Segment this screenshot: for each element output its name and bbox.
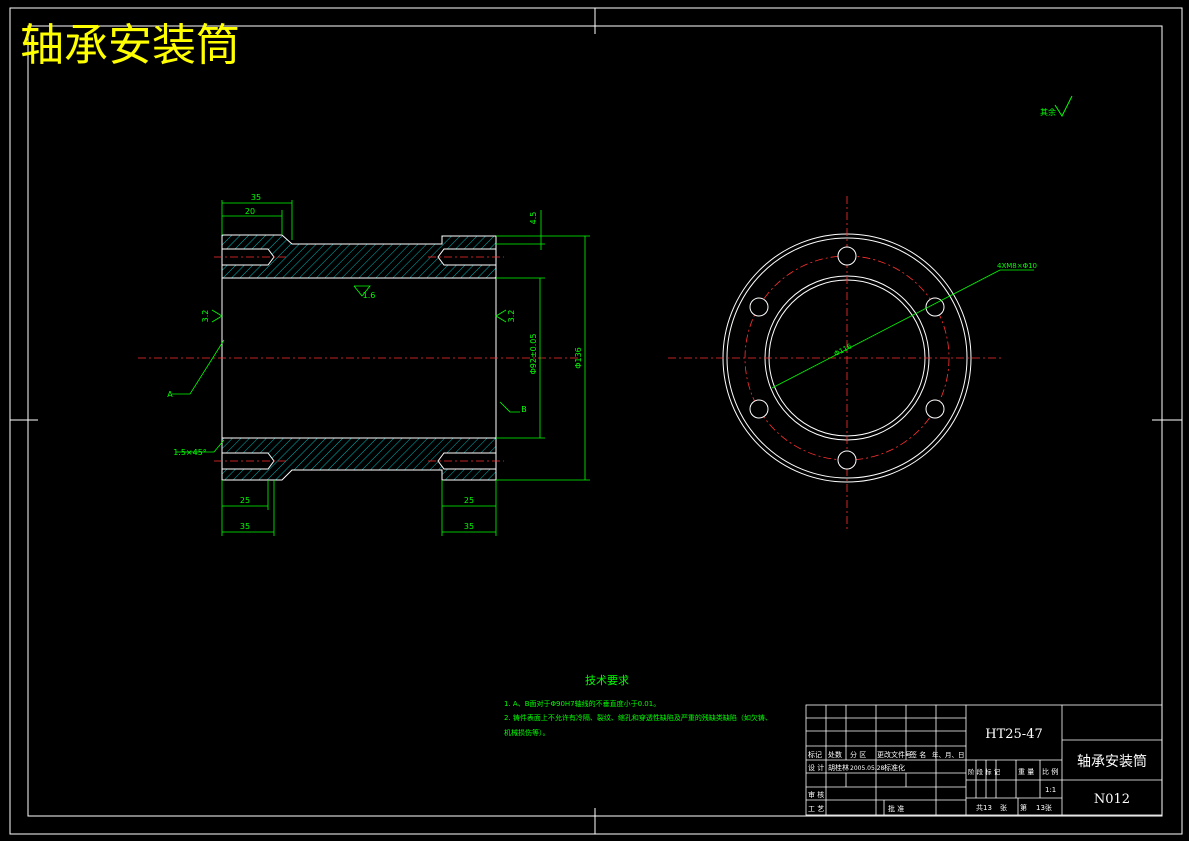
dim-br-inner: 25 bbox=[464, 496, 474, 505]
tb-sheets-total: 共13 bbox=[976, 803, 992, 812]
threaded-holes-section bbox=[221, 248, 497, 470]
tb-sheet-no: 第 bbox=[1020, 803, 1027, 812]
tb-material: HT25-47 bbox=[985, 727, 1042, 742]
section-view: 35 20 4.5 Φ92±0.05 Φ136 1.6 3.2 3.2 A B … bbox=[138, 193, 590, 536]
outer-border bbox=[9, 7, 1183, 835]
tb-weight: 重 量 bbox=[1018, 768, 1034, 776]
dim-bl-inner: 25 bbox=[240, 496, 250, 505]
tb-design-date: 2005.05.28 bbox=[850, 765, 885, 772]
tb-part-name: 轴承安装筒 bbox=[1077, 753, 1147, 770]
drawing-title: 轴承安装筒 bbox=[20, 20, 240, 71]
tb-check: 审 核 bbox=[808, 790, 824, 799]
tb-design: 设 计 bbox=[808, 763, 824, 772]
tb-approve: 批 准 bbox=[888, 804, 904, 813]
roughness-right: 3.2 bbox=[507, 310, 516, 323]
tb-scale-label: 比 例 bbox=[1042, 767, 1058, 776]
tech-line-3: 机械损伤等）。 bbox=[504, 728, 550, 737]
tb-std: 标准化 bbox=[884, 763, 905, 772]
leader-a: A bbox=[167, 390, 173, 399]
centering-marks bbox=[10, 8, 1182, 834]
dim-bl-outer: 35 bbox=[240, 522, 250, 531]
dim-bore-dia: Φ92±0.05 bbox=[529, 334, 538, 375]
upper-wall bbox=[221, 234, 497, 279]
tb-count: 处数 bbox=[828, 750, 842, 759]
tech-heading: 技术要求 bbox=[585, 674, 629, 687]
tb-scale: 1:1 bbox=[1045, 786, 1056, 794]
tech-line-2: 2. 铸件表面上不允许有冷隔、裂纹、缩孔和穿透性缺陷及严重的残缺类缺陷（如欠铸、 bbox=[504, 713, 772, 722]
bolt-holes bbox=[749, 246, 945, 470]
end-view: 4XM8×Φ10 Φ116 bbox=[668, 196, 1037, 532]
leader-b: B bbox=[521, 405, 527, 414]
roughness-left: 3.2 bbox=[201, 310, 210, 323]
tb-designer: 胡桂林 bbox=[828, 763, 849, 772]
dim-chamfer: 1.5×45° bbox=[173, 448, 207, 457]
dim-br-outer: 35 bbox=[464, 522, 474, 531]
roughness-note: 其余 bbox=[1040, 107, 1056, 117]
tb-zone: 分 区 bbox=[850, 750, 866, 759]
tech-line-1: 1. A、B面对于Φ90H7轴线的不垂直度小于0.01。 bbox=[504, 699, 660, 708]
tb-sheet-no2: 13张 bbox=[1036, 803, 1052, 812]
tech-requirements: 技术要求 1. A、B面对于Φ90H7轴线的不垂直度小于0.01。 2. 铸件表… bbox=[504, 674, 772, 737]
title-block-text: 标记 处数 分 区 更改文件号 签 名 年、月、日 设 计 胡桂林 2005.0… bbox=[808, 727, 1147, 813]
general-roughness-symbol: 其余 bbox=[1040, 95, 1073, 118]
lower-wall bbox=[221, 437, 497, 481]
tb-sheet-label: 张 bbox=[1000, 803, 1007, 812]
dim-groove-depth: 4.5 bbox=[529, 212, 538, 225]
tb-process: 工 艺 bbox=[808, 805, 824, 813]
tb-docno: 更改文件号 bbox=[877, 750, 912, 759]
tb-sign: 签 名 bbox=[910, 750, 926, 759]
dim-hole-spec: 4XM8×Φ10 bbox=[997, 262, 1037, 270]
dim-top-inner: 20 bbox=[245, 207, 255, 216]
tb-drawing-no: N012 bbox=[1094, 792, 1130, 807]
dim-pcd: Φ116 bbox=[833, 342, 854, 358]
tb-mark: 标记 bbox=[808, 750, 822, 759]
dim-top-outer: 35 bbox=[251, 193, 261, 202]
tb-stage: 阶 段 标 记 bbox=[968, 767, 1001, 776]
inner-border bbox=[27, 25, 1163, 817]
title-block bbox=[805, 704, 1163, 816]
roughness-center: 1.6 bbox=[363, 291, 376, 300]
dim-outer-dia: Φ136 bbox=[574, 347, 583, 369]
pitch-circle bbox=[744, 255, 950, 461]
tb-date-header: 年、月、日 bbox=[932, 750, 965, 759]
